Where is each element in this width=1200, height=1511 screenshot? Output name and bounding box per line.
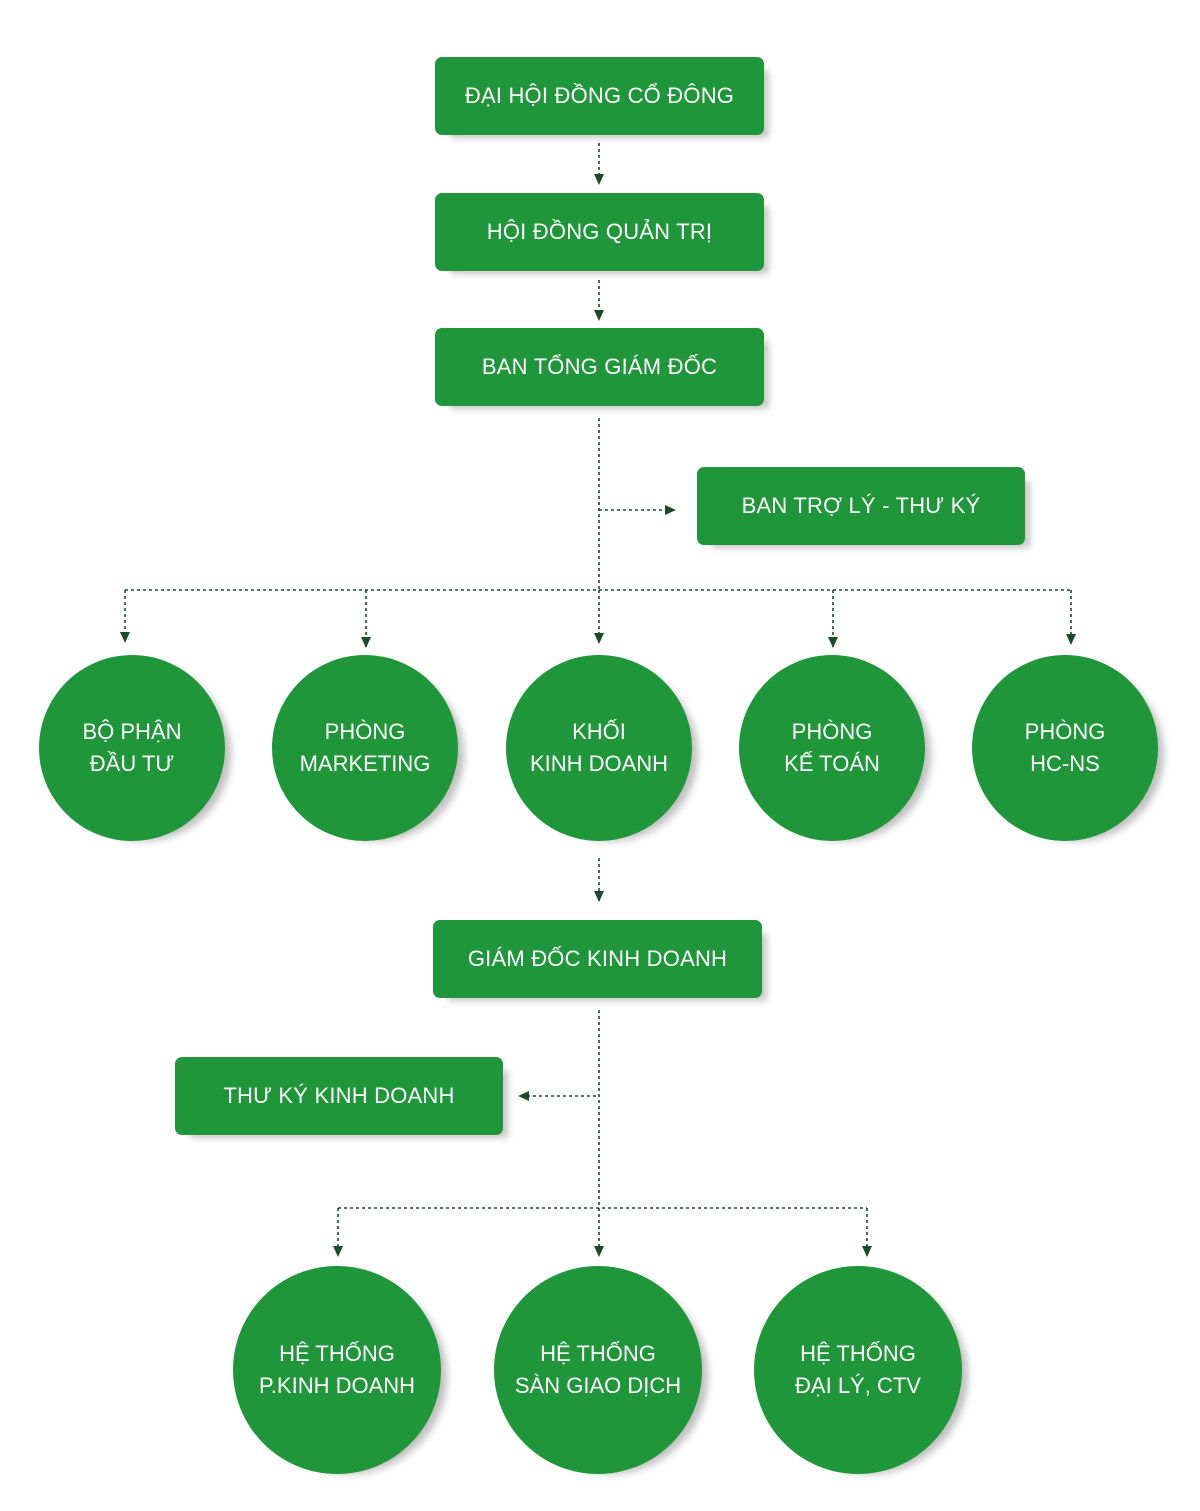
business-block-line-2: KINH DOANH — [529, 751, 669, 776]
accounting-dept-circle: PHÒNG KẾ TOÁN — [739, 655, 925, 841]
exchange-system-circle: HỆ THỐNG SÀN GIAO DỊCH — [494, 1266, 702, 1474]
agent-system-line-2: ĐẠI LÝ, CTV — [795, 1373, 921, 1398]
assistant-secretary-box: BAN TRỢ LÝ - THƯ KÝ — [697, 467, 1025, 545]
agent-system-line-1: HỆ THỐNG — [800, 1341, 916, 1366]
shareholders-meeting-box: ĐẠI HỘI ĐỒNG CỔ ĐÔNG — [435, 57, 764, 135]
investment-dept-line-2: ĐẦU TƯ — [89, 751, 175, 776]
assistant-secretary-label: BAN TRỢ LÝ - THƯ KÝ — [741, 493, 981, 518]
accounting-dept-line-1: PHÒNG — [791, 719, 873, 744]
investment-dept-circle: BỘ PHẬN ĐẦU TƯ — [39, 655, 225, 841]
executive-board-label: BAN TỔNG GIÁM ĐỐC — [481, 354, 718, 379]
hr-dept-line-1: PHÒNG — [1024, 719, 1106, 744]
exchange-system-line-2: SÀN GIAO DỊCH — [514, 1373, 682, 1398]
agent-system-circle: HỆ THỐNG ĐẠI LÝ, CTV — [754, 1266, 962, 1474]
sales-director-box: GIÁM ĐỐC KINH DOANH — [433, 920, 762, 998]
sales-secretary-label: THƯ KÝ KINH DOANH — [223, 1083, 455, 1108]
accounting-dept-line-2: KẾ TOÁN — [784, 751, 880, 776]
marketing-dept-line-2: MARKETING — [299, 751, 431, 776]
sales-director-label: GIÁM ĐỐC KINH DOANH — [467, 946, 728, 971]
sales-secretary-box: THƯ KÝ KINH DOANH — [175, 1057, 503, 1135]
shareholders-meeting-label: ĐẠI HỘI ĐỒNG CỔ ĐÔNG — [464, 83, 735, 108]
sales-dept-system-line-1: HỆ THỐNG — [279, 1341, 395, 1366]
business-block-line-1: KHỐI — [572, 719, 626, 744]
hr-dept-circle: PHÒNG HC-NS — [972, 655, 1158, 841]
investment-dept-line-1: BỘ PHẬN — [82, 719, 182, 744]
marketing-dept-circle: PHÒNG MARKETING — [272, 655, 458, 841]
sales-dept-system-circle: HỆ THỐNG P.KINH DOANH — [233, 1266, 441, 1474]
business-block-circle: KHỐI KINH DOANH — [506, 655, 692, 841]
marketing-dept-line-1: PHÒNG — [324, 719, 406, 744]
hr-dept-line-2: HC-NS — [1030, 751, 1100, 776]
board-of-directors-box: HỘI ĐỒNG QUẢN TRỊ — [435, 193, 764, 271]
board-of-directors-label: HỘI ĐỒNG QUẢN TRỊ — [486, 219, 713, 244]
executive-board-box: BAN TỔNG GIÁM ĐỐC — [435, 328, 764, 406]
exchange-system-line-1: HỆ THỐNG — [540, 1341, 656, 1366]
sales-dept-system-line-2: P.KINH DOANH — [258, 1373, 416, 1398]
